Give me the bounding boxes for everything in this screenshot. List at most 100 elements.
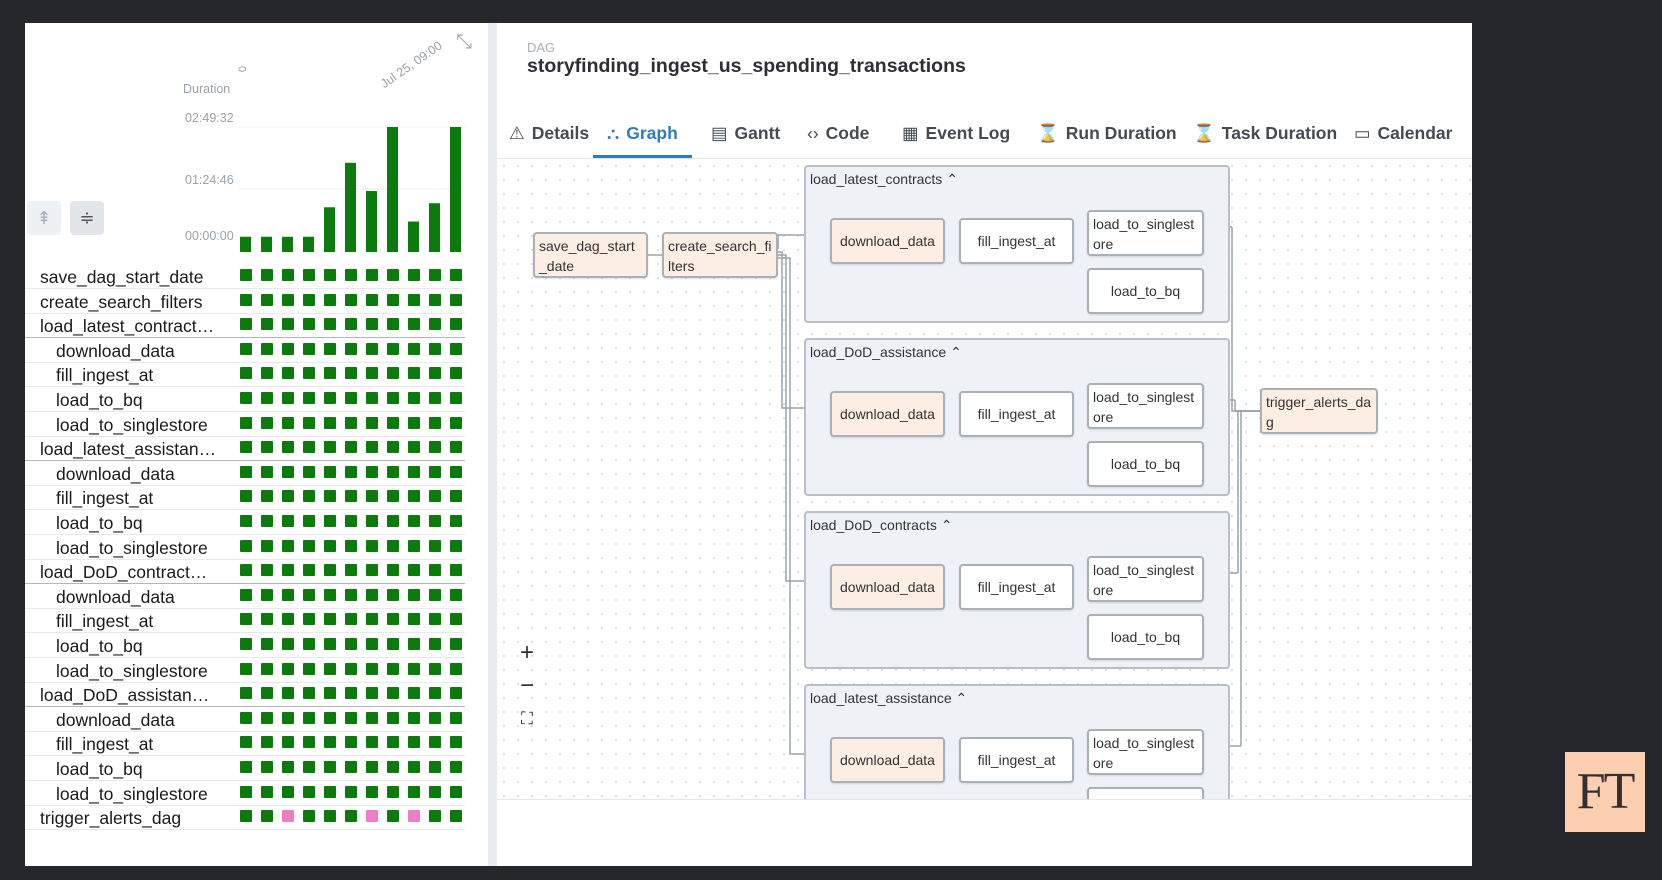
task-row[interactable]: download_data bbox=[25, 338, 465, 363]
task-instance-success[interactable] bbox=[387, 539, 399, 552]
tab-code[interactable]: ‹›Code bbox=[807, 108, 869, 158]
task-row[interactable]: download_data bbox=[25, 584, 465, 609]
task-instance-success[interactable] bbox=[387, 662, 399, 675]
task-instance-success[interactable] bbox=[324, 367, 336, 380]
task-instance-success[interactable] bbox=[450, 736, 462, 749]
task-instance-success[interactable] bbox=[366, 392, 378, 404]
task-instance-success[interactable] bbox=[303, 711, 315, 724]
node-fill-ingest-at[interactable]: fill_ingest_at bbox=[959, 737, 1074, 783]
task-label[interactable]: load_to_bq bbox=[56, 636, 143, 656]
task-instance-success[interactable] bbox=[303, 736, 315, 749]
tab-task-duration[interactable]: ⌛Task Duration bbox=[1193, 108, 1337, 158]
task-instance-success[interactable] bbox=[282, 293, 294, 306]
task-instance-success[interactable] bbox=[282, 662, 294, 675]
task-instance-success[interactable] bbox=[303, 515, 315, 527]
task-instance-success[interactable] bbox=[450, 490, 462, 503]
task-instance-success[interactable] bbox=[345, 515, 357, 527]
task-instance-success[interactable] bbox=[261, 342, 273, 355]
task-instance-success[interactable] bbox=[429, 342, 441, 355]
task-instance-success[interactable] bbox=[366, 711, 378, 724]
task-instance-success[interactable] bbox=[240, 342, 252, 355]
task-instance-success[interactable] bbox=[303, 441, 315, 454]
task-instance-success[interactable] bbox=[282, 564, 294, 577]
task-instance-success[interactable] bbox=[450, 711, 462, 724]
task-instance-success[interactable] bbox=[303, 785, 315, 798]
task-instance-upstream-failed[interactable] bbox=[282, 810, 294, 823]
task-instance-upstream-failed[interactable] bbox=[366, 810, 378, 823]
task-instance-success[interactable] bbox=[324, 564, 336, 577]
graph-canvas[interactable]: save_dag_start_date create_search_filter… bbox=[497, 159, 1472, 799]
task-instance-success[interactable] bbox=[240, 785, 252, 798]
panel-divider[interactable] bbox=[488, 23, 497, 866]
task-instance-success[interactable] bbox=[303, 687, 315, 700]
task-instance-success[interactable] bbox=[408, 515, 420, 527]
task-label[interactable]: load_to_singlestore bbox=[56, 660, 208, 681]
task-row[interactable]: download_data bbox=[25, 461, 465, 486]
task-instance-success[interactable] bbox=[324, 342, 336, 355]
task-instance-success[interactable] bbox=[429, 269, 441, 281]
duration-bar[interactable] bbox=[282, 236, 293, 252]
task-instance-success[interactable] bbox=[450, 515, 462, 527]
task-instance-success[interactable] bbox=[366, 293, 378, 306]
task-row[interactable]: save_dag_start_date bbox=[25, 264, 465, 289]
task-label[interactable]: load_to_bq bbox=[56, 390, 143, 410]
task-instance-success[interactable] bbox=[240, 638, 252, 650]
task-instance-success[interactable] bbox=[345, 761, 357, 773]
task-row[interactable]: create_search_filters bbox=[25, 289, 465, 314]
task-instance-success[interactable] bbox=[366, 269, 378, 281]
task-instance-success[interactable] bbox=[345, 342, 357, 355]
task-instance-success[interactable] bbox=[240, 392, 252, 404]
task-row[interactable]: load_to_singlestore bbox=[25, 412, 465, 437]
duration-bar[interactable] bbox=[387, 127, 398, 252]
task-instance-success[interactable] bbox=[261, 293, 273, 306]
task-instance-success[interactable] bbox=[261, 564, 273, 577]
task-instance-success[interactable] bbox=[240, 441, 252, 454]
task-instance-success[interactable] bbox=[345, 367, 357, 380]
task-instance-success[interactable] bbox=[282, 736, 294, 749]
zoom-out-button[interactable]: − bbox=[519, 672, 534, 699]
task-instance-success[interactable] bbox=[387, 490, 399, 503]
task-instance-success[interactable] bbox=[282, 342, 294, 355]
task-instance-success[interactable] bbox=[450, 810, 462, 823]
task-instance-success[interactable] bbox=[387, 588, 399, 601]
task-row[interactable]: download_data bbox=[25, 707, 465, 732]
task-instance-success[interactable] bbox=[261, 711, 273, 724]
task-instance-success[interactable] bbox=[450, 638, 462, 650]
task-instance-success[interactable] bbox=[282, 638, 294, 650]
task-instance-success[interactable] bbox=[282, 367, 294, 380]
task-instance-success[interactable] bbox=[324, 441, 336, 454]
tab-event-log[interactable]: ▦Event Log bbox=[902, 108, 1010, 158]
task-instance-success[interactable] bbox=[408, 588, 420, 601]
task-instance-success[interactable] bbox=[408, 613, 420, 626]
task-instance-success[interactable] bbox=[429, 638, 441, 650]
task-instance-success[interactable] bbox=[282, 588, 294, 601]
task-group-row[interactable]: load_latest_contract… bbox=[25, 313, 465, 339]
task-instance-success[interactable] bbox=[450, 613, 462, 626]
task-instance-success[interactable] bbox=[387, 416, 399, 429]
task-instance-success[interactable] bbox=[429, 564, 441, 577]
task-instance-success[interactable] bbox=[366, 588, 378, 601]
task-instance-success[interactable] bbox=[324, 416, 336, 429]
task-instance-success[interactable] bbox=[261, 416, 273, 429]
task-instance-success[interactable] bbox=[345, 490, 357, 503]
task-label[interactable]: load_to_singlestore bbox=[56, 783, 208, 804]
tab-details[interactable]: ⚠Details bbox=[509, 108, 589, 158]
task-instance-success[interactable] bbox=[303, 293, 315, 306]
node-load-to-bq[interactable]: load_to_bq bbox=[1087, 787, 1204, 799]
task-instance-success[interactable] bbox=[408, 761, 420, 773]
tab-gantt[interactable]: ▤Gantt bbox=[711, 108, 780, 158]
task-instance-success[interactable] bbox=[408, 638, 420, 650]
task-instance-success[interactable] bbox=[261, 613, 273, 626]
task-instance-success[interactable] bbox=[366, 367, 378, 380]
task-instance-success[interactable] bbox=[303, 638, 315, 650]
task-instance-success[interactable] bbox=[366, 638, 378, 650]
task-instance-success[interactable] bbox=[408, 539, 420, 552]
task-label[interactable]: create_search_filters bbox=[40, 291, 203, 312]
task-instance-success[interactable] bbox=[450, 342, 462, 355]
task-instance-success[interactable] bbox=[450, 293, 462, 306]
tab-run-duration[interactable]: ⌛Run Duration bbox=[1037, 108, 1177, 158]
task-label[interactable]: download_data bbox=[56, 340, 175, 361]
task-instance-success[interactable] bbox=[387, 785, 399, 798]
fit-view-button[interactable]: ⛶ bbox=[521, 709, 533, 728]
task-instance-success[interactable] bbox=[324, 539, 336, 552]
